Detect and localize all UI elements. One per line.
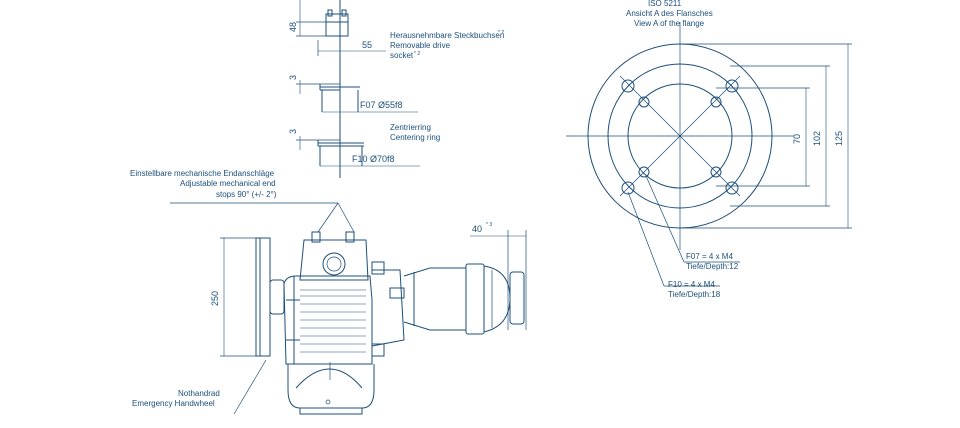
- handwheel: [220, 237, 285, 357]
- socket-note-mark-2: * 2: [414, 51, 420, 57]
- flange-circles: [566, 22, 794, 250]
- f07-depth: Tiefe/Depth:12: [686, 262, 739, 271]
- f10-label: F10 Ø70f8: [352, 154, 395, 164]
- endstops-label-en-1: Adjustable mechanical end: [180, 179, 276, 188]
- flange-dimensions: [680, 43, 852, 229]
- dim-55-line: [317, 40, 386, 56]
- centering-label-en: Centering ring: [390, 133, 440, 142]
- f07-label: F07 Ø55f8: [360, 100, 403, 110]
- flange-view-de: Ansicht A des Flansches: [626, 9, 713, 18]
- dim-55: 55: [362, 40, 372, 50]
- dim-102: 102: [812, 131, 822, 146]
- actuator-body: [283, 231, 525, 415]
- f07-bolts: F07 = 4 x M4: [686, 252, 733, 261]
- dim-40-mark: * 3: [486, 222, 492, 228]
- endstops-leader: [170, 202, 355, 233]
- f10-depth: Tiefe/Depth:18: [668, 290, 721, 299]
- top-view-socket: [296, 0, 349, 178]
- dim-3a: 3: [288, 75, 298, 80]
- centering-label-de: Zentrierring: [390, 123, 431, 132]
- handwheel-label-en: Emergency Handwheel: [132, 399, 215, 408]
- f10-bolts: F10 = 4 x M4: [668, 280, 715, 289]
- dim-125: 125: [834, 131, 844, 146]
- handwheel-label-de: Nothandrad: [178, 389, 220, 398]
- dim-70: 70: [792, 134, 802, 144]
- f10-flange: [296, 136, 420, 167]
- f07-flange: [296, 80, 418, 113]
- endstops-label-de: Einstellbare mechanische Endanschläge: [130, 169, 275, 178]
- dim-48: 48: [288, 22, 298, 32]
- body-hatching: [300, 289, 366, 353]
- dim-3b: 3: [288, 129, 298, 134]
- dim-250: 250: [210, 291, 220, 306]
- bolt-leaders: [627, 175, 740, 287]
- socket-label-en-1: Removable drive: [390, 41, 451, 50]
- socket-label-en-2: socket: [390, 51, 414, 60]
- dim-40-line: [470, 230, 527, 330]
- socket-label-de: Herausnehmbare Steckbuchsen: [390, 31, 504, 40]
- flange-view-en: View A of the flange: [634, 19, 705, 28]
- handwheel-leader: [233, 359, 267, 415]
- dim-40: 40: [472, 224, 482, 234]
- endstops-label-en-2: stops 90° (+/- 2°): [216, 190, 277, 199]
- iso-standard: ISO 5211: [648, 0, 682, 8]
- socket-note-mark: * 2: [498, 30, 504, 36]
